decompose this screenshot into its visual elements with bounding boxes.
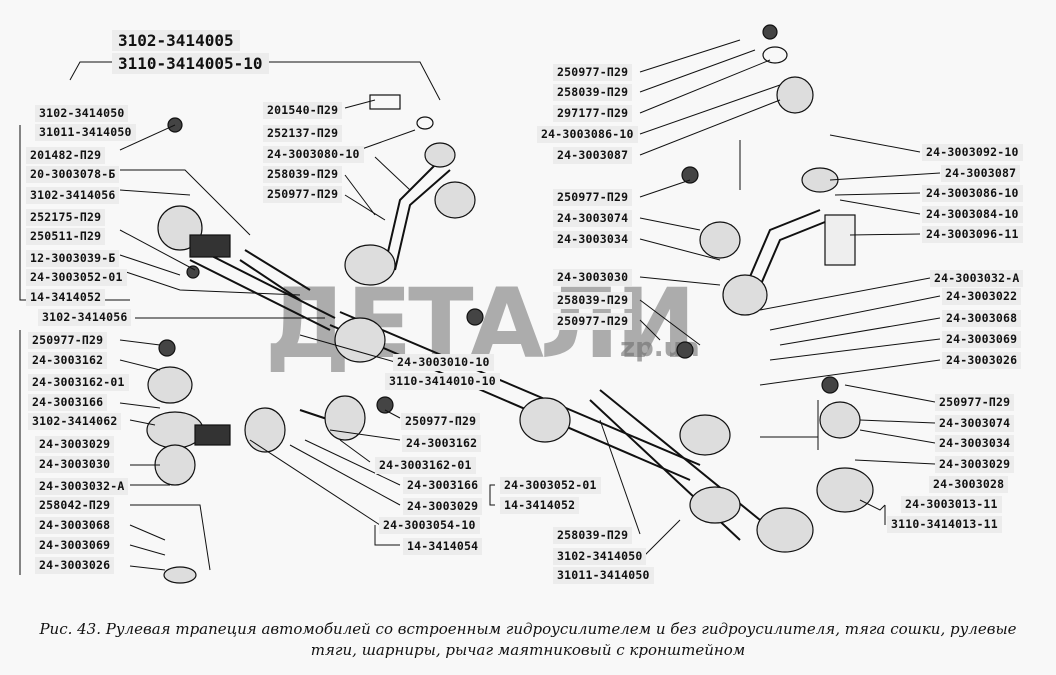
part-number-label: 250977-П29 — [553, 64, 633, 81]
figure-caption-line2: тяги, шарниры, рычаг маятниковый с кронш… — [310, 641, 746, 659]
part-number-label: 250977-П29 — [935, 394, 1015, 411]
assembly-number-1: 3102-3414005 — [112, 30, 240, 51]
part-number-label: 24-3003162 — [402, 435, 482, 452]
part-number-label: 24-3003032-А — [35, 478, 129, 495]
part-number-label: 24-3003162-01 — [375, 457, 476, 474]
part-number-label: 250977-П29 — [553, 189, 633, 206]
part-number-label: 24-3003096-11 — [922, 226, 1023, 243]
part-number-label: 24-3003087 — [941, 165, 1021, 182]
part-number-label: 3102-3414050 — [553, 548, 647, 565]
tie-rod-left — [239, 249, 331, 421]
part-number-label: 24-3003162-01 — [28, 374, 129, 391]
part-number-label: 3102-3414056 — [26, 187, 120, 204]
part-number-label: 14-3414052 — [26, 289, 106, 306]
part-number-label: 24-3003054-10 — [379, 517, 480, 534]
part-number-label: 24-3003162 — [28, 352, 108, 369]
part-number-label: 201482-П29 — [26, 147, 106, 164]
part-number-label: 250977-П29 — [28, 332, 108, 349]
part-number-label: 24-3003032-А — [930, 270, 1024, 287]
part-number-label: 24-3003166 — [403, 477, 483, 494]
part-number-label: 24-3003092-10 — [922, 144, 1023, 161]
part-number-label: 250977-П29 — [553, 313, 633, 330]
leader-lines — [19, 39, 941, 575]
part-number-label: 24-3003068 — [35, 517, 115, 534]
part-number-label: 258039-П29 — [553, 527, 633, 544]
part-number-label: 258039-П29 — [263, 166, 343, 183]
part-number-label: 258042-П29 — [35, 497, 115, 514]
part-number-label: 24-3003028 — [929, 476, 1009, 493]
part-number-label: 24-3003034 — [935, 435, 1015, 452]
part-number-label: 201540-П29 — [263, 102, 343, 119]
parts-drawing — [19, 24, 941, 584]
part-number-label: 24-3003080-10 — [263, 146, 364, 163]
part-number-label: 3102-3414050 — [35, 105, 129, 122]
part-number-label: 24-3003026 — [942, 352, 1022, 369]
part-number-label: 24-3003052-01 — [26, 269, 127, 286]
part-number-label: 250977-П29 — [401, 413, 481, 430]
figure-caption-line1: Рис. 43. Рулевая трапеция автомобилей со… — [39, 620, 1017, 638]
part-number-label: 31011-3414050 — [553, 567, 654, 584]
part-number-label: 250511-П29 — [26, 228, 106, 245]
part-number-label: 24-3003086-10 — [922, 185, 1023, 202]
part-number-label: 12-3003039-Б — [26, 250, 120, 267]
part-number-label: 24-3003034 — [553, 231, 633, 248]
part-number-label: 3110-3414013-11 — [887, 516, 1002, 533]
part-number-label: 24-3003074 — [553, 210, 633, 227]
part-number-label: 24-3003026 — [35, 557, 115, 574]
part-number-label: 24-3003010-10 — [393, 354, 494, 371]
part-number-label: 24-3003074 — [935, 415, 1015, 432]
ball-joints — [146, 76, 874, 584]
part-number-label: 24-3003013-11 — [901, 496, 1002, 513]
part-number-label: 24-3003030 — [35, 456, 115, 473]
part-number-label: 31011-3414050 — [35, 124, 136, 141]
part-number-label: 20-3003078-Б — [26, 166, 120, 183]
part-number-label: 24-3003086-10 — [537, 126, 638, 143]
part-number-label: 24-3003029 — [935, 456, 1015, 473]
part-number-label: 14-3414052 — [500, 497, 580, 514]
part-number-label: 252137-П29 — [263, 125, 343, 142]
part-number-label: 258039-П29 — [553, 84, 633, 101]
assembly-number-2: 3110-3414005-10 — [112, 53, 269, 74]
part-number-label: 297177-П29 — [553, 105, 633, 122]
part-number-label: 24-3003166 — [28, 394, 108, 411]
part-number-label: 24-3003030 — [553, 269, 633, 286]
part-number-label: 24-3003068 — [942, 310, 1022, 327]
nuts-washers — [158, 24, 839, 414]
part-number-label: 3102-3414056 — [38, 309, 132, 326]
part-number-label: 24-3003029 — [35, 436, 115, 453]
part-number-label: 3110-3414010-10 — [385, 373, 500, 390]
part-number-label: 24-3003087 — [553, 147, 633, 164]
part-number-label: 24-3003069 — [942, 331, 1022, 348]
part-number-label: 24-3003052-01 — [500, 477, 601, 494]
part-number-label: 24-3003029 — [403, 498, 483, 515]
part-number-label: 24-3003069 — [35, 537, 115, 554]
part-number-label: 250977-П29 — [263, 186, 343, 203]
part-number-label: 258039-П29 — [553, 292, 633, 309]
part-number-label: 24-3003084-10 — [922, 206, 1023, 223]
part-number-label: 3102-3414062 — [28, 413, 122, 430]
part-number-label: 252175-П29 — [26, 209, 106, 226]
part-number-label: 14-3414054 — [403, 538, 483, 555]
part-number-label: 24-3003022 — [942, 288, 1022, 305]
